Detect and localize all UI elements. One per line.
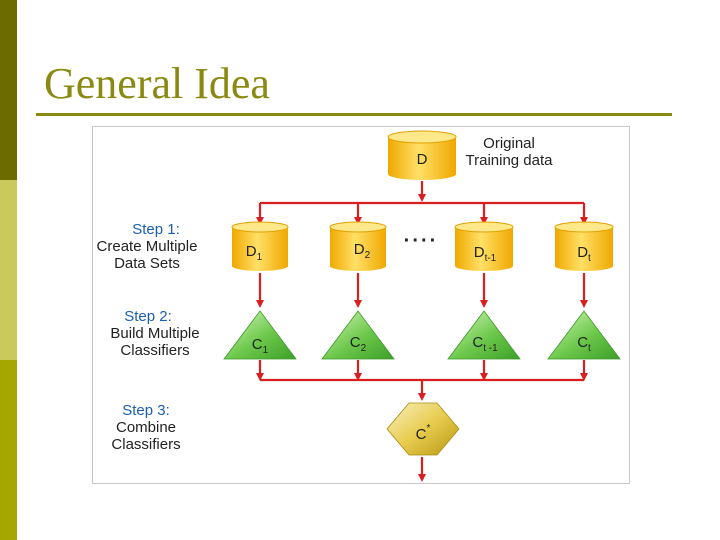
slide-title: General Idea <box>44 59 270 108</box>
slide-band-light <box>0 180 17 360</box>
dataset-t-1-sub: t-1 <box>485 253 497 264</box>
svg-text:Ct: Ct <box>577 334 591 354</box>
svg-text:C1: C1 <box>252 336 269 356</box>
slide-band-mid <box>0 360 17 540</box>
dataset-2-base: D <box>354 241 365 258</box>
step1-heading: Step 1: <box>132 221 180 238</box>
combined-base: C <box>416 426 427 443</box>
svg-text:Ct -1: Ct -1 <box>472 334 498 354</box>
dataset-1-sub: 1 <box>257 252 263 263</box>
dataset-ellipsis: ···· <box>404 230 439 252</box>
original-dataset-cylinder: D <box>387 130 457 180</box>
combined-sup: * <box>426 423 430 434</box>
step3-line1: Combine <box>116 419 176 436</box>
ensemble-diagram: D Original Training data Step 1: Create … <box>92 126 630 484</box>
dataset-cylinder-2: D2 <box>329 221 387 271</box>
svg-text:D1: D1 <box>246 243 263 263</box>
split-connectors <box>256 181 588 225</box>
classifier-t-sub: t <box>588 343 591 354</box>
step1-line1: Create Multiple <box>97 238 198 255</box>
classifier-2-sub: 2 <box>361 343 367 354</box>
dataset-t-sub: t <box>588 253 591 264</box>
classifier-t-base: C <box>577 334 588 351</box>
step3-heading: Step 3: <box>122 402 170 419</box>
dataset-cylinder-1: D1 <box>231 221 289 271</box>
svg-text:D2: D2 <box>354 241 371 261</box>
step1-line2: Data Sets <box>114 255 180 272</box>
diagram-canvas: D Original Training data Step 1: Create … <box>97 130 621 482</box>
step2-heading: Step 2: <box>124 308 172 325</box>
title-underline <box>36 113 672 116</box>
classifier-triangle-t-1: Ct -1 <box>447 310 521 360</box>
dataset-t-1-base: D <box>474 244 485 261</box>
classifier-1-base: C <box>252 336 263 353</box>
original-label-line1: Original <box>483 135 535 152</box>
original-label-line2: Training data <box>466 152 554 169</box>
svg-text:Dt: Dt <box>577 244 591 264</box>
combined-classifier-hexagon: C* <box>386 402 460 456</box>
classifier-triangle-1: C1 <box>223 310 297 360</box>
dataset-2-sub: 2 <box>365 250 371 261</box>
svg-text:C*: C* <box>416 423 431 443</box>
classifier-triangle-2: C2 <box>321 310 395 360</box>
dataset-cylinder-t-1: Dt-1 <box>454 221 514 271</box>
slide-band-dark <box>0 0 17 180</box>
step3-line2: Classifiers <box>111 436 180 453</box>
classifier-1-sub: 1 <box>263 345 269 356</box>
classifier-triangle-t: Ct <box>547 310 621 360</box>
step2-line2: Classifiers <box>120 342 189 359</box>
dataset-t-base: D <box>577 244 588 261</box>
svg-text:Dt-1: Dt-1 <box>474 244 497 264</box>
dataset-cylinder-t: Dt <box>554 221 614 271</box>
classifier-t-1-base: C <box>472 334 483 351</box>
step2-line1: Build Multiple <box>110 325 199 342</box>
dataset-1-base: D <box>246 243 257 260</box>
svg-text:C2: C2 <box>350 334 367 354</box>
original-dataset-symbol: D <box>417 151 428 168</box>
dataset-to-classifier-arrows <box>256 273 588 308</box>
classifier-2-base: C <box>350 334 361 351</box>
merge-connectors <box>256 360 588 401</box>
classifier-t-1-sub: t -1 <box>483 343 498 354</box>
